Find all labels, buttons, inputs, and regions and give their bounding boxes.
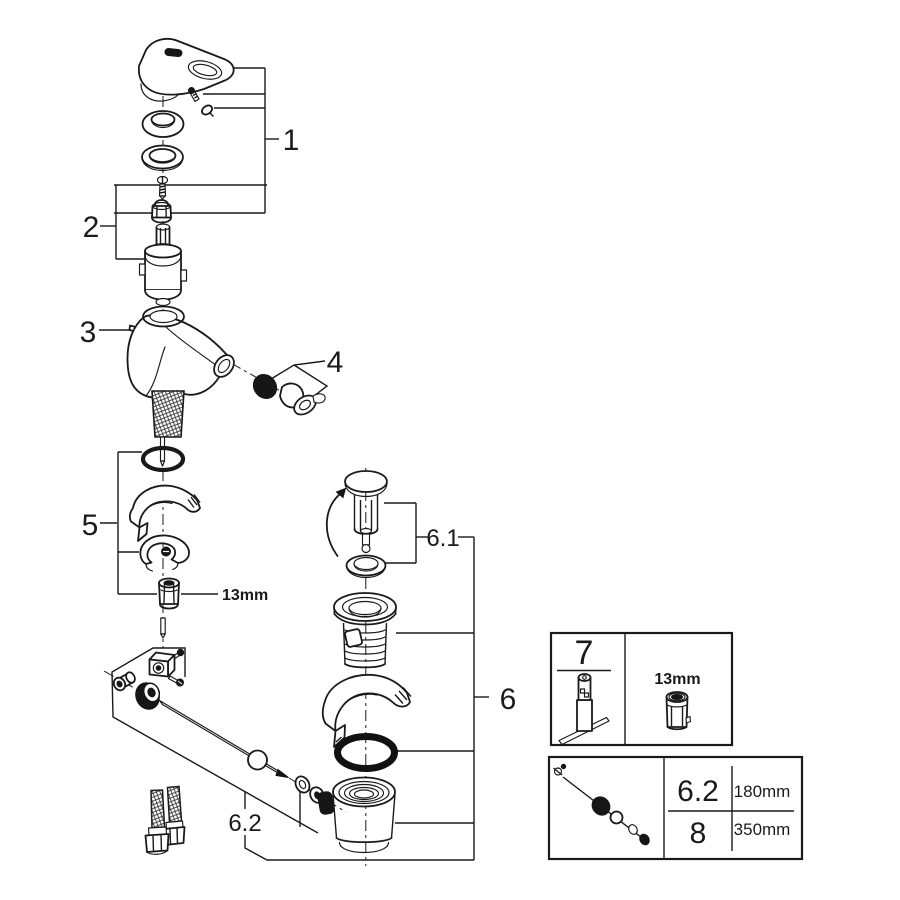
socket-size-label: 13mm: [654, 671, 700, 688]
part-dome-ring: [141, 110, 185, 138]
part-cap-nut: [151, 199, 172, 224]
part-drain-oring: [334, 733, 398, 772]
part-pin: [160, 617, 166, 639]
part-base-oring: [140, 445, 186, 473]
part-supply-hoses: [144, 785, 186, 855]
part-fixing-screw: [156, 175, 169, 200]
callout-4-label: 4: [327, 346, 344, 379]
shared-1-2-lines: [114, 184, 267, 214]
callout-6-1-lines: [384, 502, 474, 564]
pull-rod-kit-icon: [553, 763, 650, 846]
part-escutcheon-ring: [141, 144, 184, 172]
part-plug-seal: [345, 554, 387, 579]
part-handle-cap: [201, 104, 214, 117]
length-row-1-ref: 6.2: [677, 775, 719, 808]
tool-box: 7 13mm: [549, 631, 734, 747]
part-knurled-knob: [135, 682, 161, 710]
callout-6-label: 6: [500, 683, 517, 716]
part-drain-flange: [333, 592, 397, 669]
part-spout-seal: [252, 374, 278, 399]
part-drain-wedge-gasket: [321, 673, 412, 748]
part-lever-handle: [137, 37, 235, 102]
wrench-size-label: 13mm: [222, 587, 268, 604]
callout-6-2-lines: [244, 792, 474, 861]
part-handle-screw: [188, 87, 200, 103]
part-wedge-block: [128, 484, 201, 542]
callout-2-lines: [100, 185, 146, 260]
callout-labels: 1 2 3 4 5 6 6.1 6.2 13mm: [80, 124, 517, 837]
part-clamp-bracket: [139, 534, 190, 572]
rod-group-outline: [111, 647, 319, 834]
tool-number-label: 7: [575, 634, 594, 672]
length-row-2-ref: 8: [690, 817, 707, 850]
length-box: 6.2 180mm 8 350mm: [547, 755, 804, 861]
callout-6-1-label: 6.1: [426, 525, 459, 552]
part-pull-rod: [158, 699, 289, 778]
callout-5-label: 5: [82, 509, 99, 542]
callout-6-lines: [395, 537, 489, 860]
mounting-tool-icon: [558, 673, 610, 746]
callout-3-label: 3: [80, 316, 97, 349]
part-ball-joint-aerator: [279, 382, 326, 416]
callout-1-label: 1: [283, 124, 300, 157]
part-drain-body: [317, 776, 396, 854]
part-rod-joint: [148, 648, 185, 687]
socket-nut-icon: [665, 691, 692, 731]
part-joint-sleeve: [112, 671, 136, 692]
callout-2-label: 2: [83, 211, 100, 244]
part-mounting-nut: [158, 577, 180, 610]
callout-6-2-label: 6.2: [228, 810, 261, 837]
part-popup-plug: [325, 470, 388, 557]
length-row-2-value: 350mm: [734, 820, 791, 839]
part-cartridge: [138, 223, 188, 307]
part-faucet-body: [126, 305, 235, 399]
length-row-1-value: 180mm: [734, 782, 791, 801]
callout-5-lines: [100, 451, 157, 595]
